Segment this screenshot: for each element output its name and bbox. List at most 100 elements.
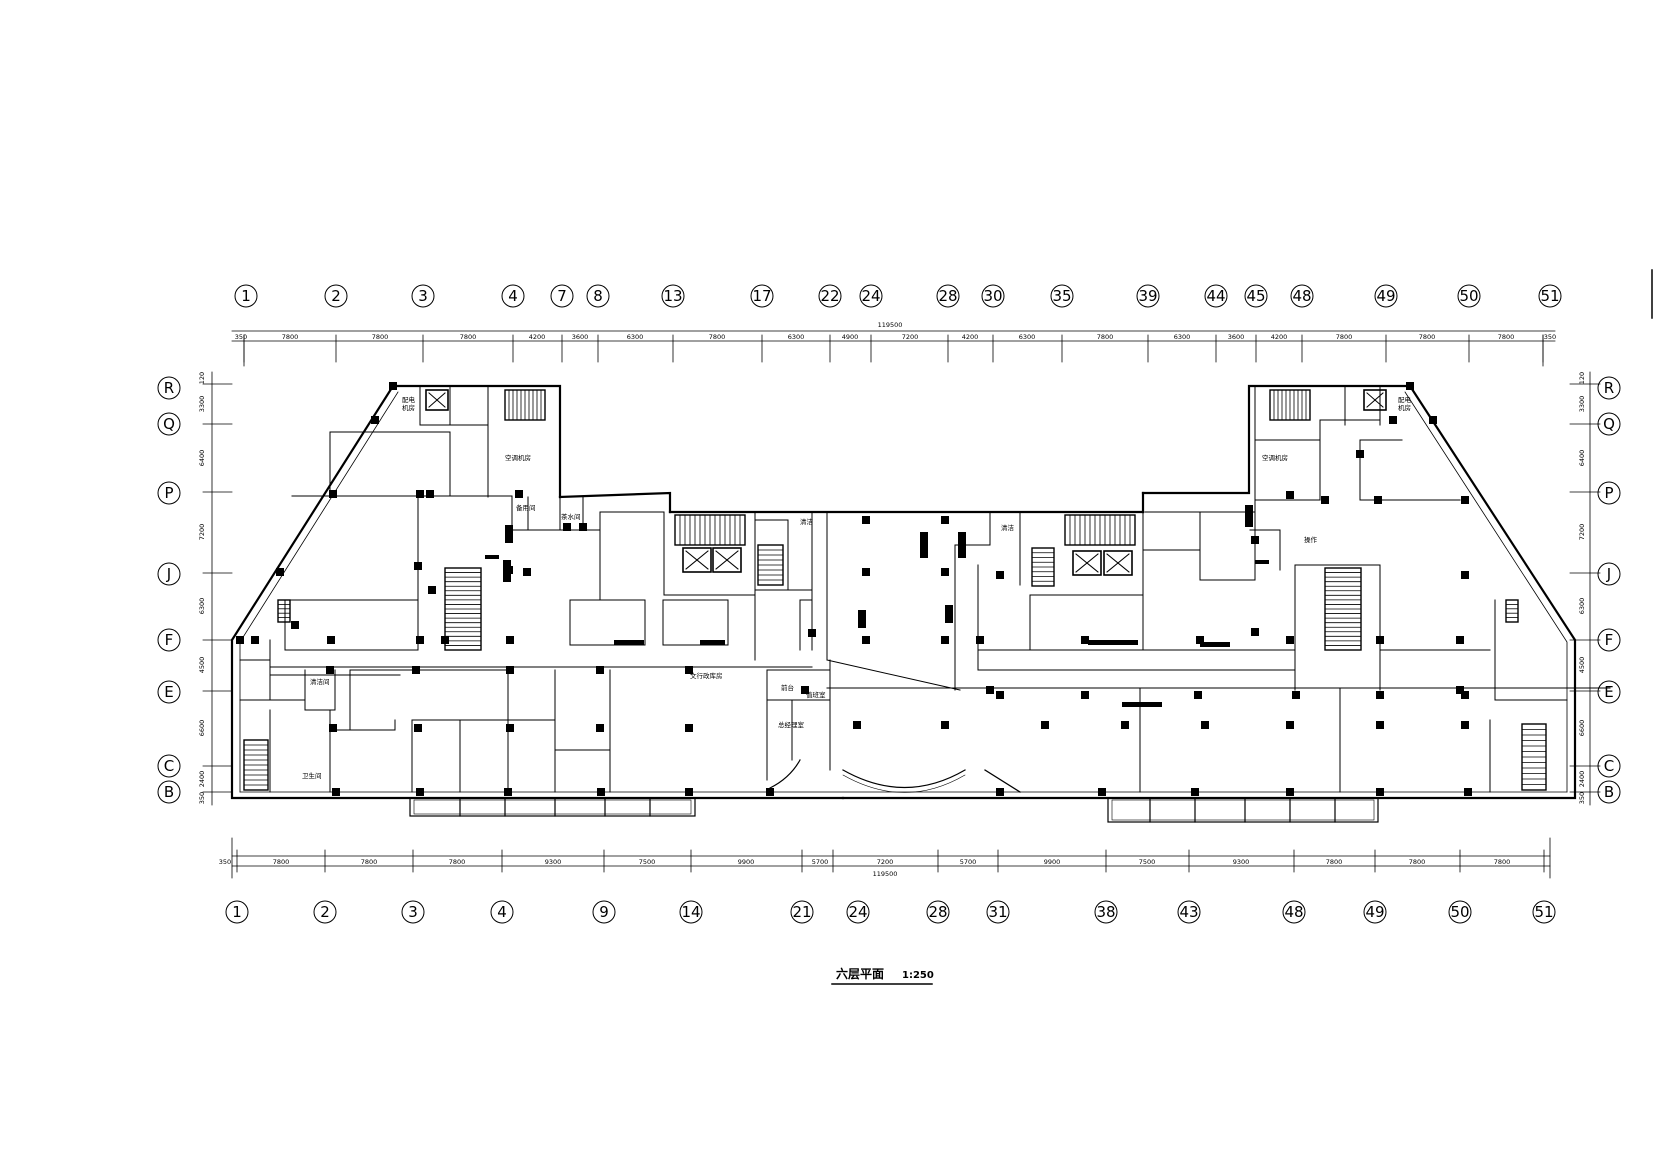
top-dimension-value: 350 — [1544, 333, 1556, 341]
wall-column — [1200, 642, 1230, 647]
axis-bubble-right-J: J — [1597, 562, 1621, 586]
axis-label: 4 — [508, 287, 518, 305]
top-dimension-value: 3600 — [572, 333, 589, 341]
column — [1456, 636, 1464, 644]
room-labels: 配电机房 配电机房 空调机房 空调机房 备用间 茶水间 操作 清洁 清洁 清洁间… — [302, 395, 1412, 780]
axis-bubble-left-J: J — [157, 562, 181, 586]
column — [1376, 788, 1384, 796]
bottom-dimension-value: 7200 — [877, 858, 894, 866]
axis-label: 8 — [593, 287, 603, 305]
column — [596, 724, 604, 732]
room-label-manager: 总经理室 — [778, 720, 805, 729]
axis-label: 1 — [241, 287, 251, 305]
axis-bubble-bottom-43: 43 — [1177, 900, 1201, 924]
column — [414, 562, 422, 570]
column — [596, 666, 604, 674]
top-dimension-chain — [231, 330, 1556, 367]
wall-column — [1245, 505, 1253, 527]
column — [941, 516, 949, 524]
axis-label: 3 — [418, 287, 428, 305]
column — [389, 382, 397, 390]
column — [1041, 721, 1049, 729]
elevator-core-right-1 — [1072, 550, 1102, 576]
column — [506, 666, 514, 674]
axis-label: 44 — [1206, 287, 1225, 305]
outline-inner — [239, 391, 1568, 793]
stair-right-top — [1269, 389, 1311, 421]
left-dimension-value: 6400 — [198, 450, 206, 467]
column — [291, 621, 299, 629]
axis-bubble-top-17: 17 — [750, 284, 774, 308]
axis-label: 4 — [497, 903, 507, 921]
axis-bubble-bottom-3: 3 — [401, 900, 425, 924]
room-label-cleaning2: 清洁 — [1001, 523, 1015, 532]
right-dimension-value: 6400 — [1578, 450, 1586, 467]
column — [853, 721, 861, 729]
axis-bubble-right-R: R — [1597, 376, 1621, 400]
bottom-dimension-value: 9900 — [738, 858, 755, 866]
elevator-core-right-2 — [1103, 550, 1133, 576]
top-dimension-value: 7800 — [1097, 333, 1114, 341]
axis-label: 31 — [988, 903, 1007, 921]
right-dimension-value: 6300 — [1578, 598, 1586, 615]
room-label-duty: 值班室 — [806, 690, 826, 699]
left-dimension-value: 7200 — [198, 524, 206, 541]
left-dimension-value: 6600 — [198, 720, 206, 737]
column — [1286, 721, 1294, 729]
axis-bubble-top-48: 48 — [1290, 284, 1314, 308]
column — [862, 516, 870, 524]
stairs-and-elevators — [243, 389, 1547, 791]
column — [801, 686, 809, 694]
axis-label: 50 — [1459, 287, 1478, 305]
axis-label: 28 — [938, 287, 957, 305]
bottom-dimension-value: 7800 — [449, 858, 466, 866]
left-dimension-value: 350 — [198, 792, 206, 804]
top-overall-dimension: 119500 — [878, 321, 903, 329]
column — [326, 666, 334, 674]
axis-bubble-top-28: 28 — [936, 284, 960, 308]
axis-bubble-top-13: 13 — [661, 284, 685, 308]
column — [416, 636, 424, 644]
axis-label: 3 — [408, 903, 418, 921]
room-label-toilet: 卫生间 — [302, 771, 322, 780]
column — [1286, 788, 1294, 796]
column — [1389, 416, 1397, 424]
column — [563, 523, 571, 531]
axis-bubble-top-24: 24 — [859, 284, 883, 308]
axis-bubble-right-P: P — [1597, 481, 1621, 505]
axis-label: B — [1604, 783, 1614, 801]
axis-label: 38 — [1096, 903, 1115, 921]
column — [986, 686, 994, 694]
axis-label: 39 — [1138, 287, 1157, 305]
axis-label: J — [1606, 565, 1611, 583]
column — [515, 490, 523, 498]
column — [1461, 571, 1469, 579]
wall-column — [485, 555, 499, 559]
column — [332, 788, 340, 796]
axis-label: Q — [1603, 415, 1615, 433]
axis-bubble-left-Q: Q — [157, 412, 181, 436]
axis-bubble-top-35: 35 — [1050, 284, 1074, 308]
bottom-dimension-value: 7800 — [1494, 858, 1511, 866]
right-dimension-value: 3300 — [1578, 396, 1586, 413]
room-label-reception: 前台 — [781, 683, 794, 692]
column — [1376, 636, 1384, 644]
column — [1461, 721, 1469, 729]
column — [414, 724, 422, 732]
column — [1098, 788, 1106, 796]
axis-label: 50 — [1450, 903, 1469, 921]
bottom-dimension-value: 7500 — [1139, 858, 1156, 866]
axis-label: 7 — [557, 287, 567, 305]
axis-label: C — [164, 757, 174, 775]
axis-label: R — [164, 379, 174, 397]
axis-bubble-top-44: 44 — [1204, 284, 1228, 308]
column — [426, 490, 434, 498]
column — [685, 666, 693, 674]
axis-bubble-bottom-28: 28 — [926, 900, 950, 924]
axis-bubble-bottom-9: 9 — [592, 900, 616, 924]
axis-label: 45 — [1246, 287, 1265, 305]
axis-label: 51 — [1540, 287, 1559, 305]
escalator-left — [444, 567, 482, 651]
column — [1461, 496, 1469, 504]
